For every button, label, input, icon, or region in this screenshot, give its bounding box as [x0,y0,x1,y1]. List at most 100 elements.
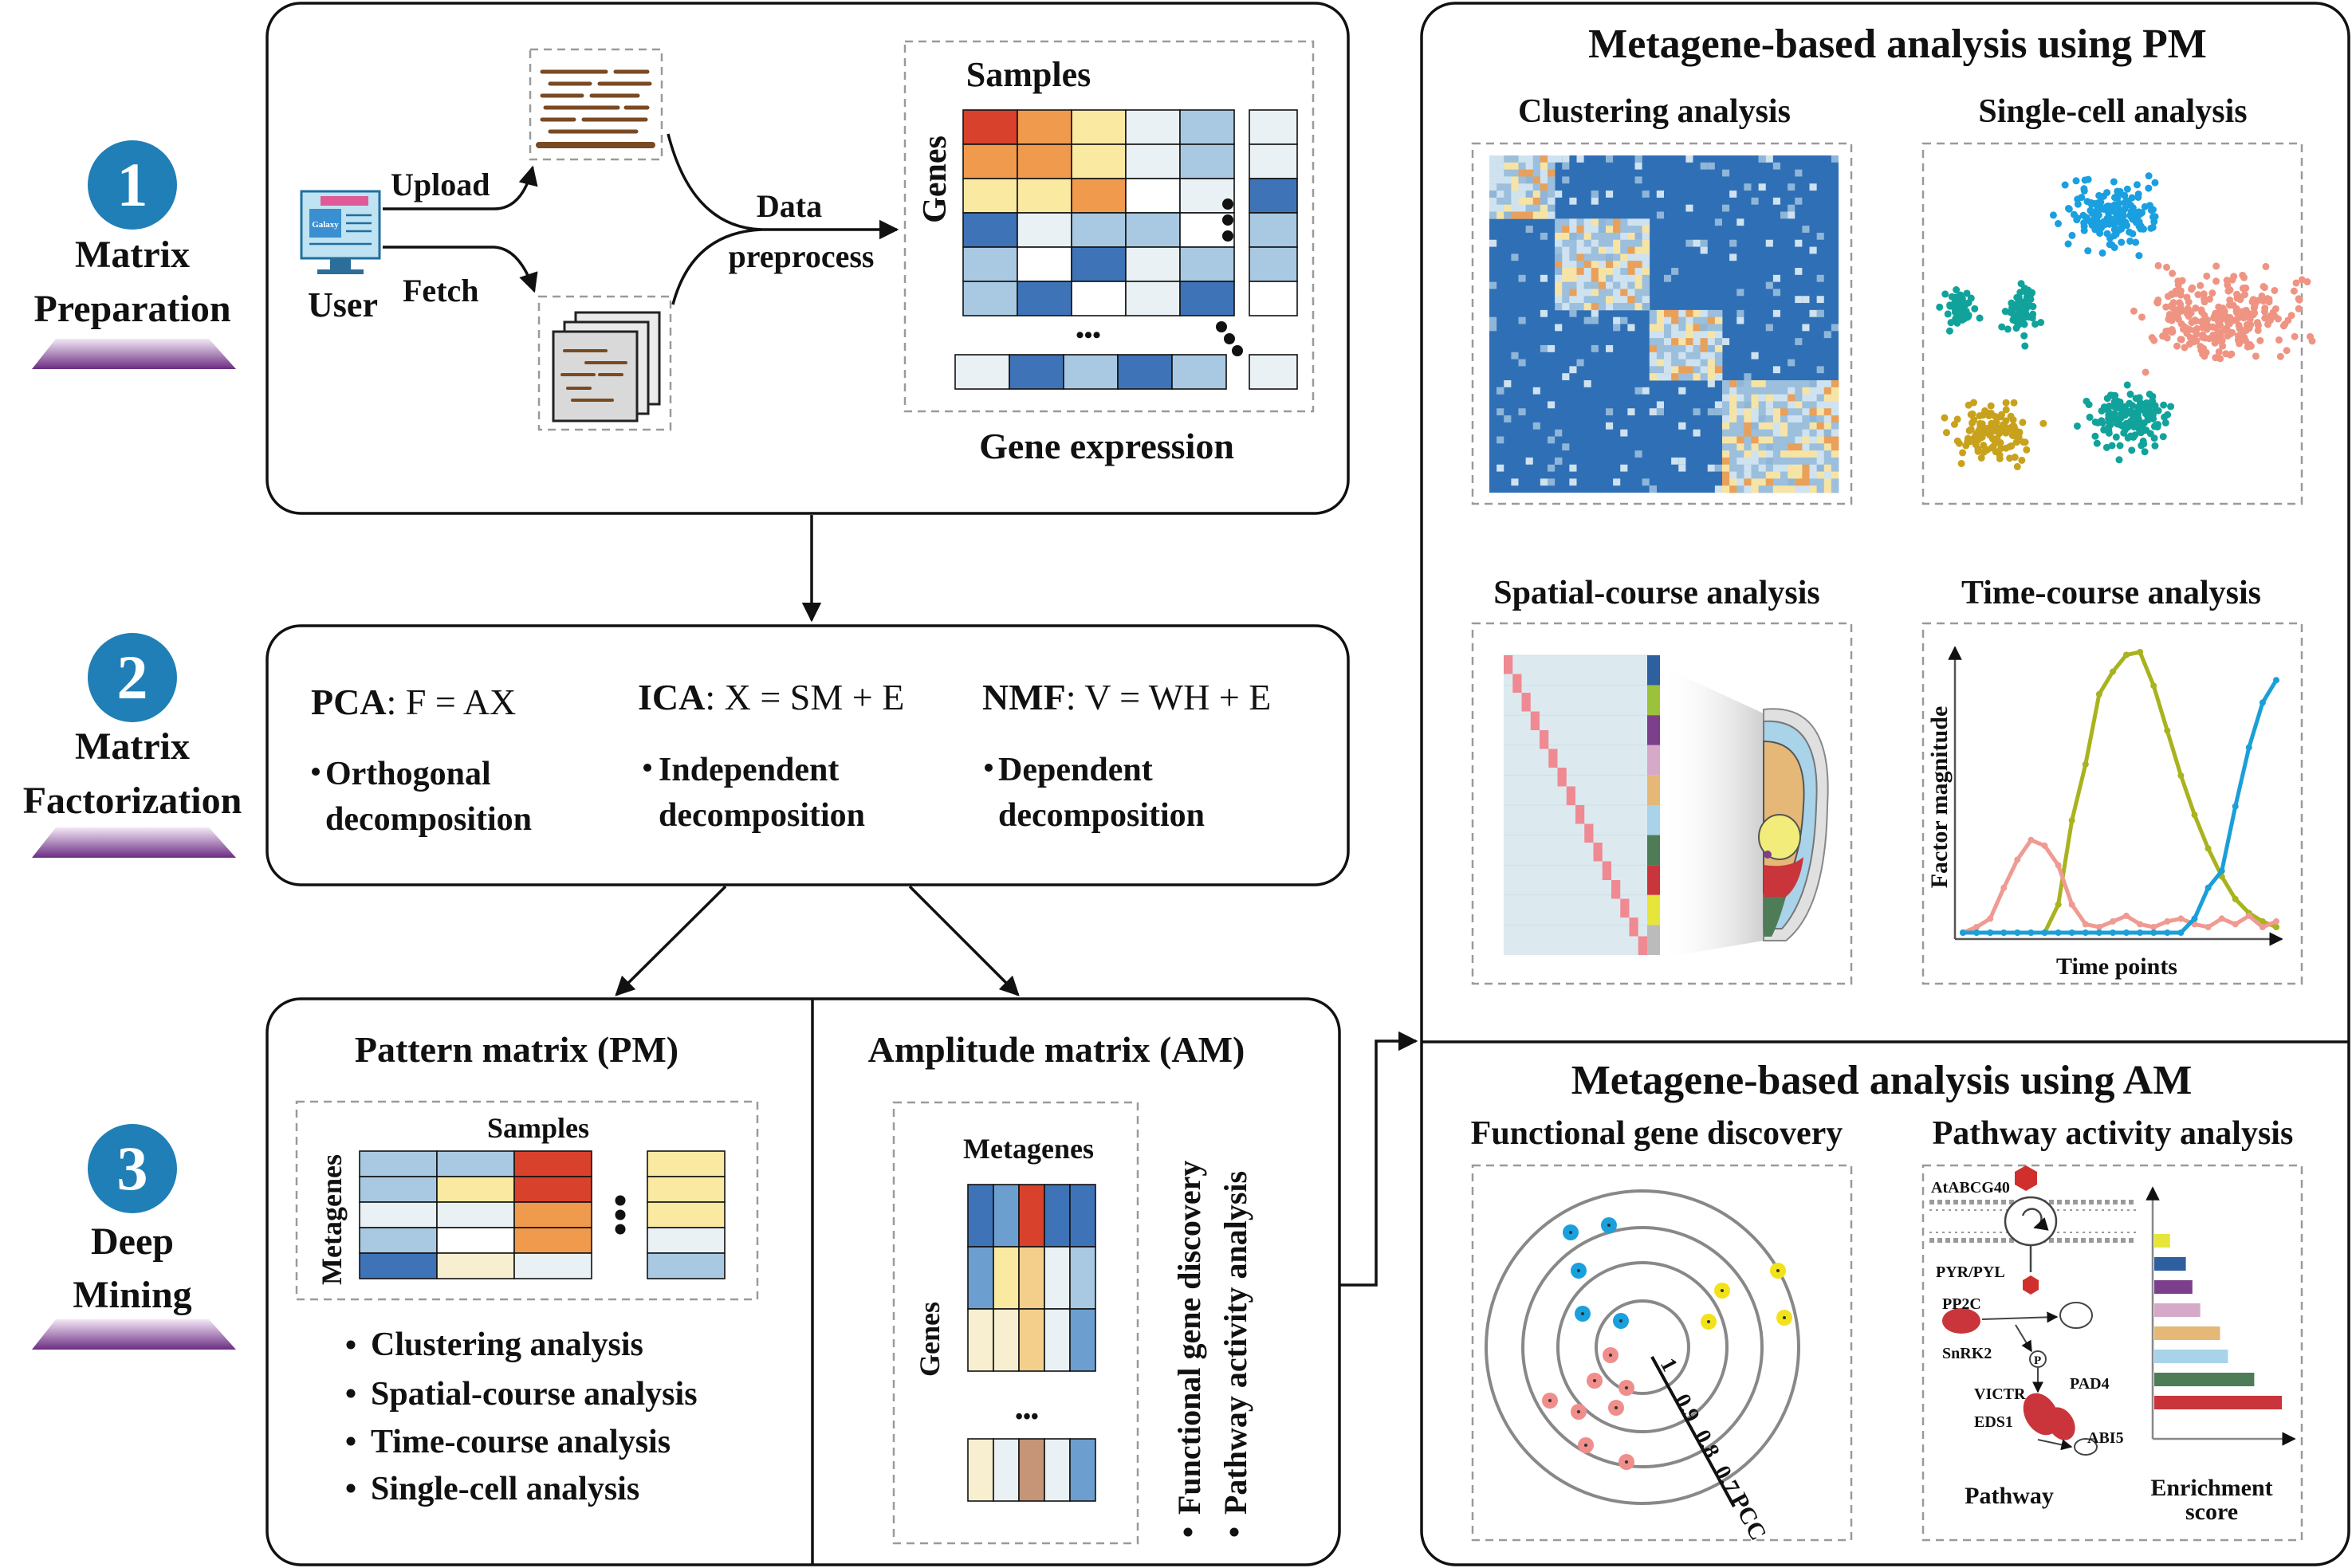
time-series-blue-line-point [2273,677,2279,684]
single-cell-point [2142,426,2150,434]
single-cell-point [2085,401,2093,409]
clustering-heatmap-cell [1613,239,1621,247]
single-cell-point [2114,203,2122,211]
clustering-heatmap-cell [1700,338,1709,346]
single-cell-point [2013,462,2021,470]
single-cell-point [2089,210,2096,218]
time-series-pink-line-point [2232,921,2239,928]
clustering-heatmap-cell [1576,155,1584,163]
gene-expression-cell [1071,143,1127,179]
stage-1-number: 1 [117,150,148,219]
single-cell-point [2147,224,2155,232]
clustering-heatmap-cell [1758,394,1766,402]
single-cell-point [1985,412,1993,420]
clustering-heatmap-cell [1795,471,1803,479]
single-cell-point [1991,425,1999,433]
clustering-heatmap-cell [1765,239,1773,247]
clustering-heatmap-cell [1569,239,1577,247]
clustering-heatmap-cell [1548,176,1556,184]
clustering-heatmap-cell [1707,324,1716,332]
single-cell-point [2193,324,2201,332]
enrichment-line1: Enrichment [2150,1475,2272,1501]
gene-expression-cell [1179,281,1235,316]
single-cell-point [2115,209,2123,217]
clustering-heatmap-cell [1598,239,1607,247]
pathway-diagram: AtABCG40 PYR/PYL PP2C SnRK2 P PAD4 VI [1929,1165,2137,1509]
clustering-heatmap-cell [1642,232,1650,240]
clustering-heatmap-cell [1664,274,1672,282]
clustering-heatmap-cell [1634,289,1643,297]
clustering-heatmap-cell [1729,191,1737,198]
single-cell-point [2127,202,2135,210]
clustering-heatmap-cell [1751,401,1760,409]
single-cell-point [2114,191,2122,198]
pw-label-atabcg40: AtABCG40 [1931,1179,2010,1197]
single-cell-point [2208,289,2216,297]
single-cell-point [2242,337,2250,345]
clustering-heatmap-cell [1555,239,1563,247]
time-series-blue-line-point [2191,915,2198,922]
clustering-heatmap-cell [1613,261,1621,269]
clustering-heatmap-cell [1671,359,1679,367]
clustering-heatmap-cell [1831,478,1839,486]
single-cell-point [2115,401,2123,409]
single-cell-point [2116,442,2124,450]
clustering-heatmap-cell [1823,408,1832,416]
clustering-heatmap-cell [1540,274,1548,282]
clustering-heatmap-cell [1489,316,1497,324]
spatial-region-color [1647,894,1660,925]
single-cell-point [2064,240,2072,248]
clustering-heatmap-cell [1751,394,1760,402]
clustering-heatmap-cell [1518,359,1526,367]
gene-dot-center [1615,1406,1618,1409]
clustering-heatmap-cell [1693,352,1701,360]
clustering-heatmap-cell [1548,197,1556,205]
clustering-heatmap-cell [1809,464,1818,472]
stage-3-label-line1: Deep [91,1220,174,1263]
clustering-heatmap-cell [1511,253,1519,261]
gene-dot-center [1707,1320,1710,1323]
single-cell-point [2115,420,2123,428]
time-series-pink-line-point [2000,884,2008,891]
single-cell-point [2135,252,2143,260]
spatial-heatmap-cell [1611,880,1621,899]
clustering-heatmap-cell [1693,331,1701,339]
clustering-heatmap-cell [1795,338,1803,345]
pw-label-p: P [2034,1354,2041,1367]
single-cell-point [2080,226,2088,234]
clustering-heatmap-cell [1772,429,1781,437]
clustering-heatmap-cell [1569,232,1577,240]
clustering-heatmap-cell [1809,429,1818,437]
clustering-heatmap-cell [1802,422,1810,430]
clustering-heatmap-cell [1518,211,1527,219]
clustering-heatmap-cell [1525,191,1533,198]
clustering-heatmap-cell [1569,274,1577,283]
gene-dot-center [1776,1269,1780,1272]
single-cell-point [2105,415,2113,422]
single-cell-point [2161,419,2169,426]
clustering-heatmap-cell [1671,309,1679,318]
clustering-heatmap-cell [1707,344,1715,352]
clustering-heatmap-cell [1598,274,1607,283]
single-cell-point [2001,308,2009,316]
clustering-heatmap-cell [1634,176,1642,184]
spatial-heatmap-cell [1575,805,1585,824]
single-cell-point [2306,332,2314,340]
panel-deep-mining: Pattern matrix (PM) Samples Metagenes Cl… [265,997,1341,1566]
clustering-heatmap-cell [1642,274,1650,283]
gene-dot-center [1783,1316,1786,1319]
single-cell-point [1964,438,1972,446]
clustering-heatmap-cell [1627,274,1635,282]
time-series-pink-line-point [2055,862,2062,869]
single-cell-point [1959,449,1967,457]
single-cell-point [2126,228,2134,236]
clustering-heatmap-cell [1678,359,1686,367]
clustering-heatmap-cell [1656,408,1664,416]
clustering-heatmap-cell [1671,457,1679,465]
single-cell-point [1998,323,2006,331]
single-cell-point [2256,336,2264,344]
clustering-heatmap-cell [1758,436,1767,444]
single-cell-point [2201,312,2208,320]
clustering-heatmap-cell [1700,344,1709,353]
gene-expression-cell [1249,246,1298,282]
